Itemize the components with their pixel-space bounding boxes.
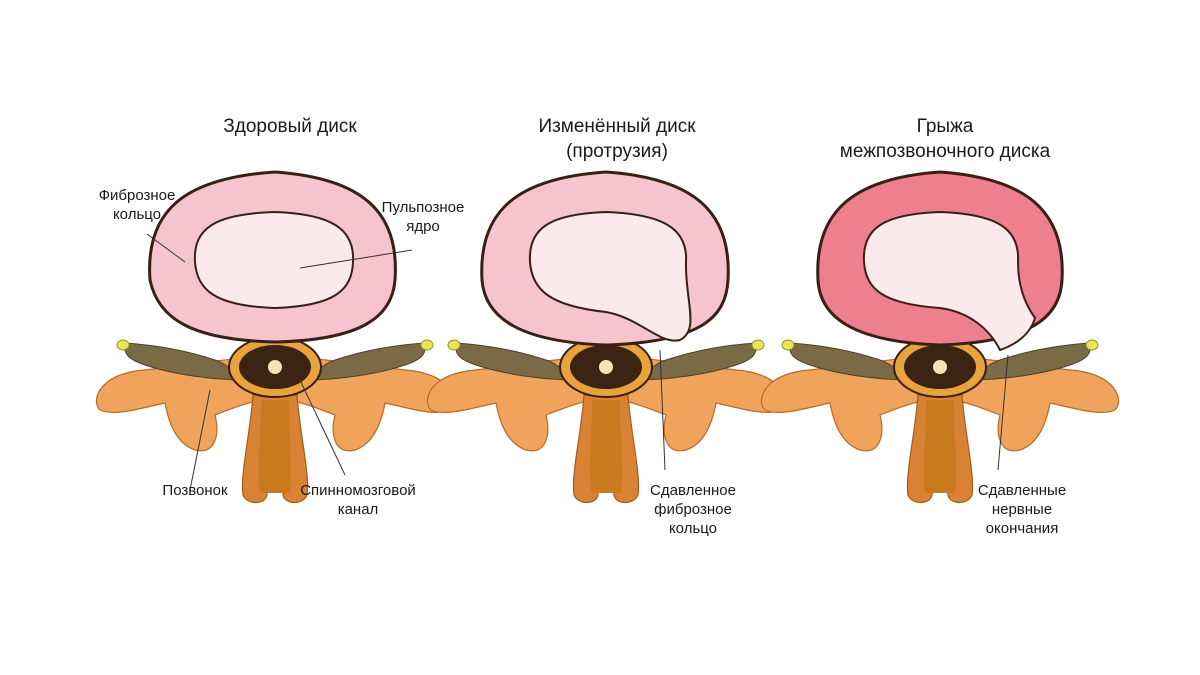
vertebra-hernia (760, 170, 1120, 504)
label-compressed-ring-line-2: фиброзное (654, 501, 732, 518)
vertebra-healthy (95, 170, 455, 504)
label-compressed-ring-line-1: Сдавленное (650, 482, 736, 499)
leader-lines (146, 233, 1009, 491)
panel-title-protrusion-line-1: Изменённый диск (538, 116, 696, 137)
label-fibrous-ring: Фиброзное кольцо (82, 186, 192, 224)
label-vertebra-text: Позвонок (162, 482, 228, 499)
label-fibrous-ring-line-2: кольцо (112, 206, 162, 223)
panel-title-hernia-line-1: Грыжа (916, 116, 974, 137)
label-compressed-nerves-line-1: Сдавленные (977, 482, 1067, 499)
label-compressed-ring-line-3: кольцо (668, 520, 718, 537)
label-spinal-canal-line-2: канал (337, 501, 379, 518)
label-nucleus-line-2: ядро (406, 218, 440, 235)
panel-title-protrusion: Изменённый диск (протрузия) (467, 114, 767, 164)
panel-title-healthy: Здоровый диск (140, 114, 440, 139)
panel-title-hernia: Грыжа межпозвоночного диска (795, 114, 1095, 164)
label-vertebra: Позвонок (140, 481, 250, 500)
label-compressed-nerves: Сдавленные нервные окончания (952, 481, 1092, 538)
panel-title-protrusion-line-2: (протрузия) (566, 141, 668, 162)
label-compressed-nerves-line-3: окончания (985, 520, 1059, 537)
vertebra-protrusion (426, 170, 786, 504)
label-nucleus: Пульпозное ядро (368, 198, 478, 236)
label-compressed-nerves-line-2: нервные (991, 501, 1053, 518)
panel-title-healthy-line: Здоровый диск (223, 116, 357, 137)
label-spinal-canal: Спинномозговой канал (288, 481, 428, 519)
label-nucleus-line-1: Пульпозное (381, 199, 465, 216)
label-compressed-ring: Сдавленное фиброзное кольцо (623, 481, 763, 538)
label-spinal-canal-line-1: Спинномозговой (300, 482, 416, 499)
label-fibrous-ring-line-1: Фиброзное (98, 187, 176, 204)
panel-title-hernia-line-2: межпозвоночного диска (839, 141, 1051, 162)
